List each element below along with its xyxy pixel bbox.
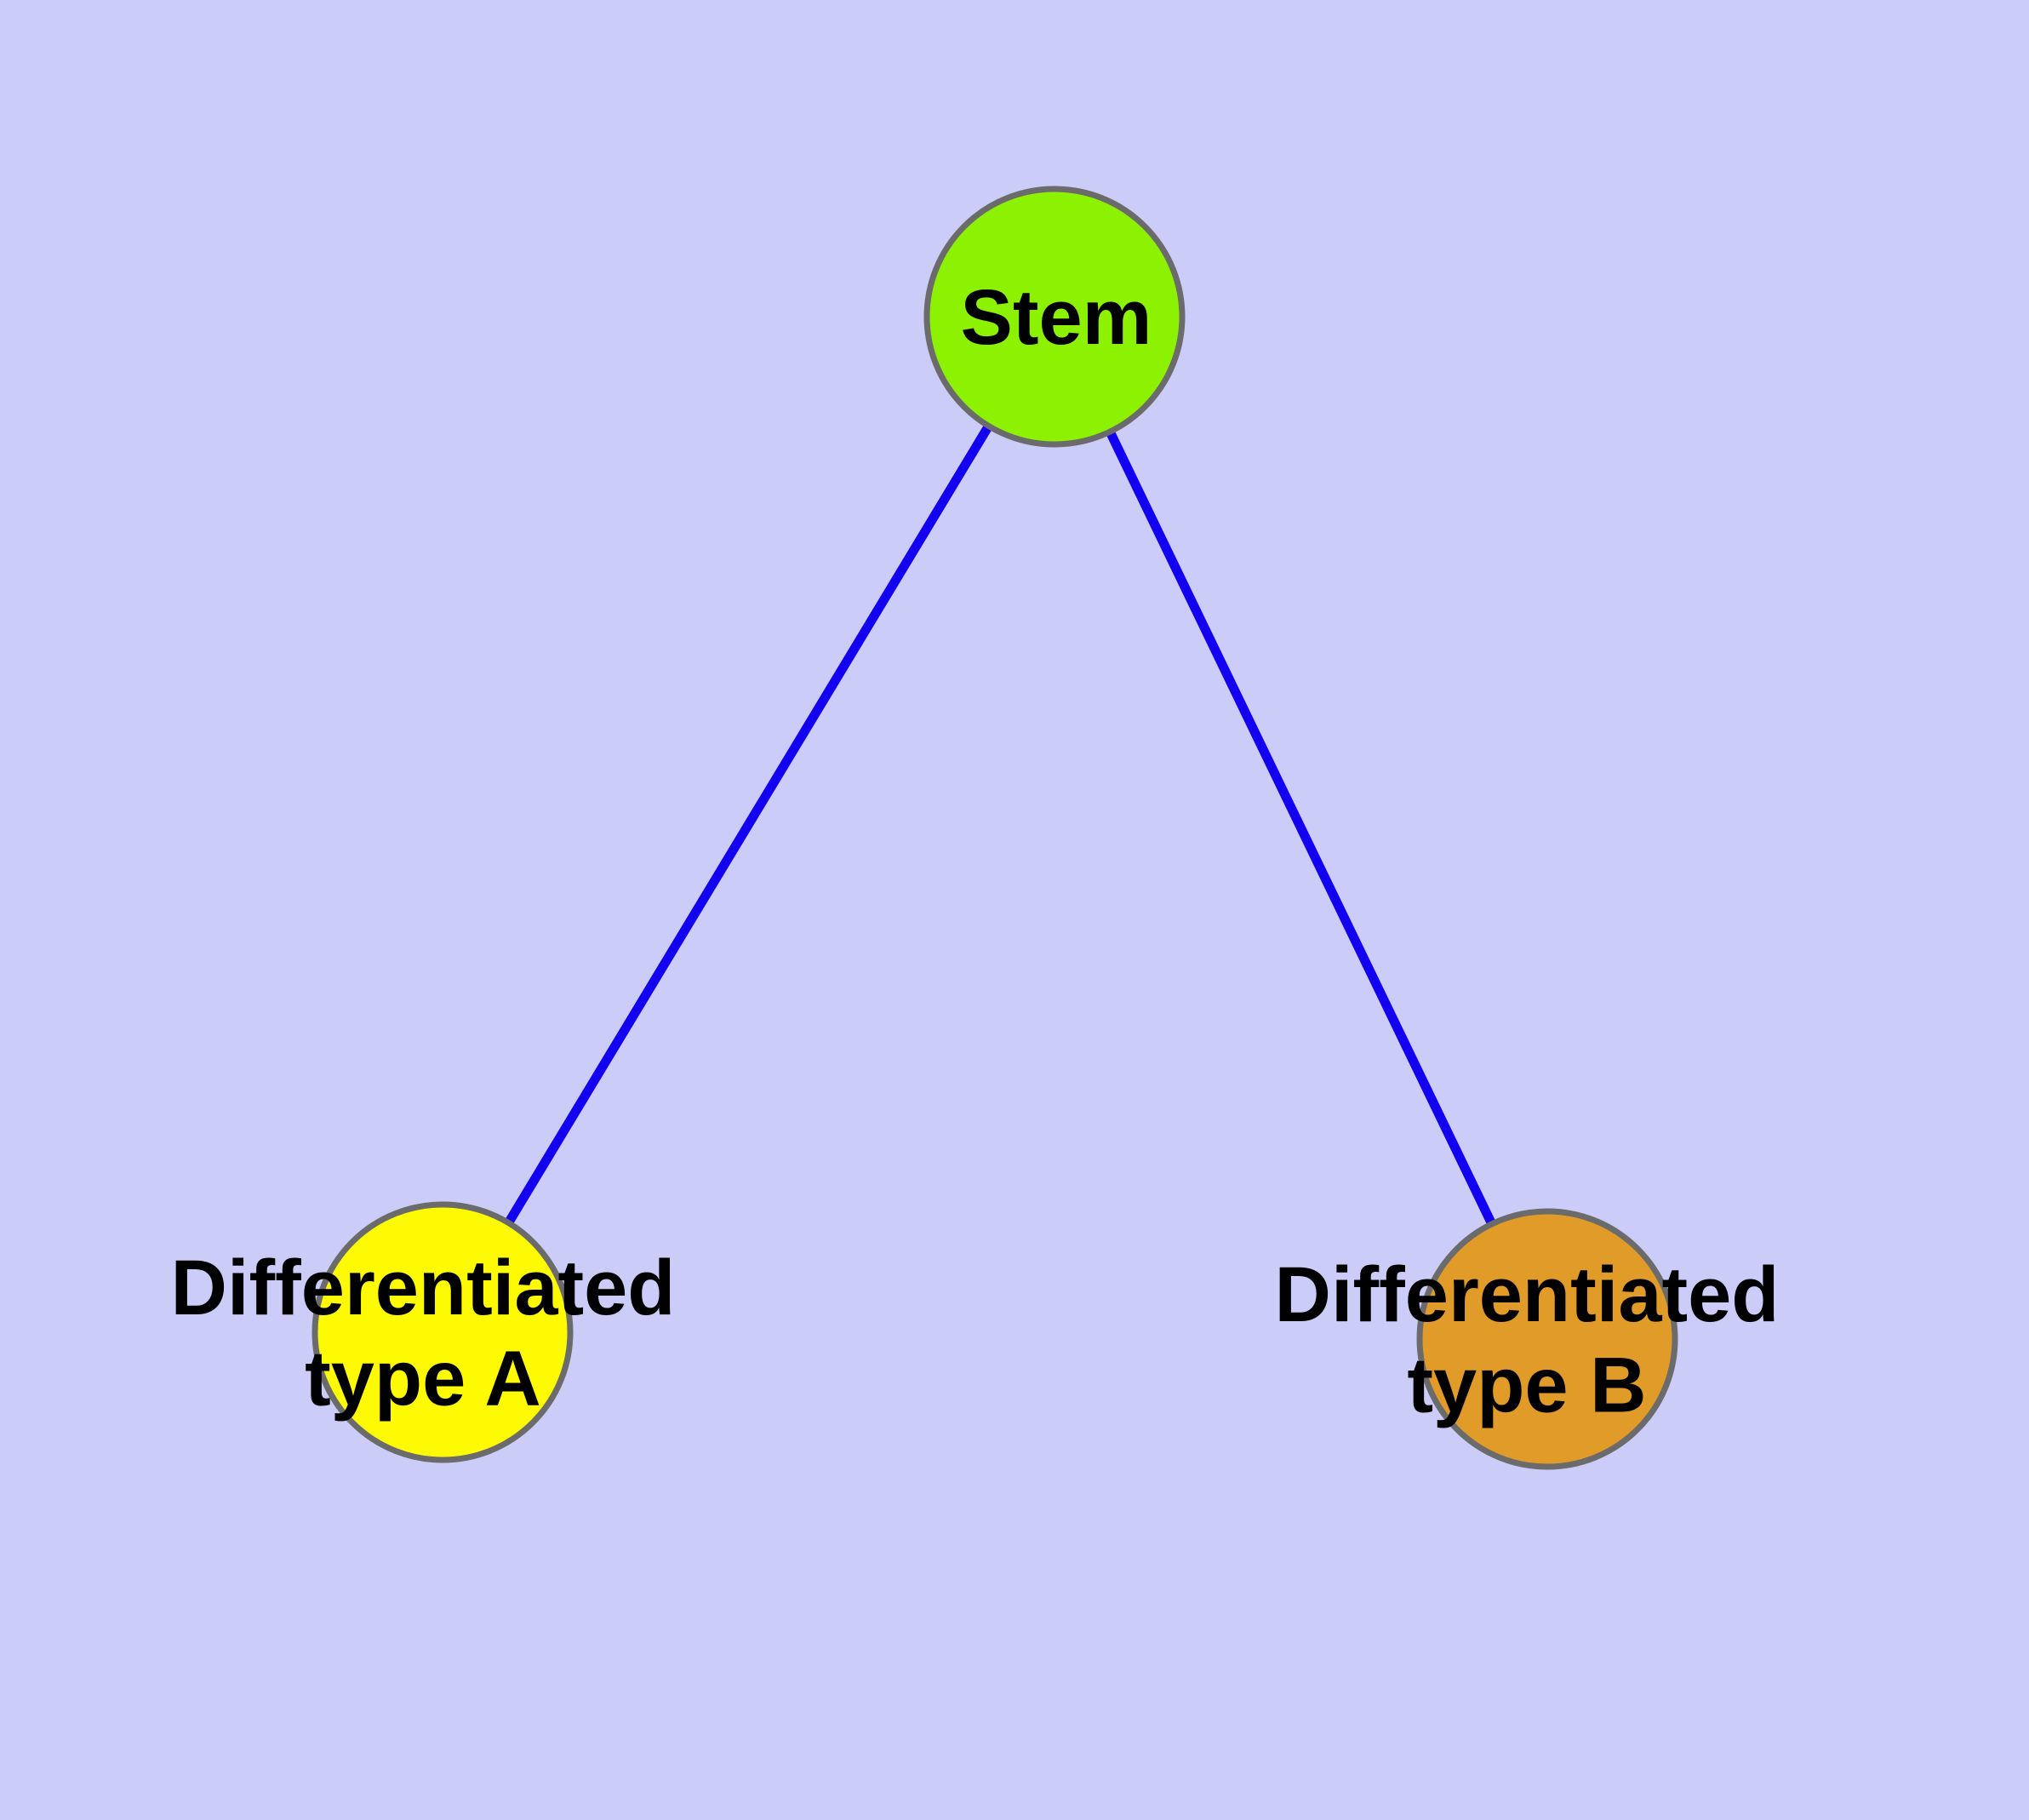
node-label-line: Differentiated [1275,1251,1780,1338]
node-label-line: type B [1407,1342,1646,1429]
node-label-stem: Stem [961,274,1152,361]
node-label-line: Differentiated [171,1245,676,1331]
edges-layer [438,314,1552,1342]
nodes-layer [311,186,1678,1470]
node-label-line: Stem [961,274,1152,361]
edge-stem-to-diff-b[interactable] [1050,314,1552,1342]
node-label-line: type A [305,1336,541,1422]
edge-stem-to-diff-a[interactable] [438,314,1059,1335]
node-diff-a[interactable] [311,1201,574,1463]
node-diff-b[interactable] [1416,1208,1678,1470]
node-stem[interactable] [923,186,1186,448]
